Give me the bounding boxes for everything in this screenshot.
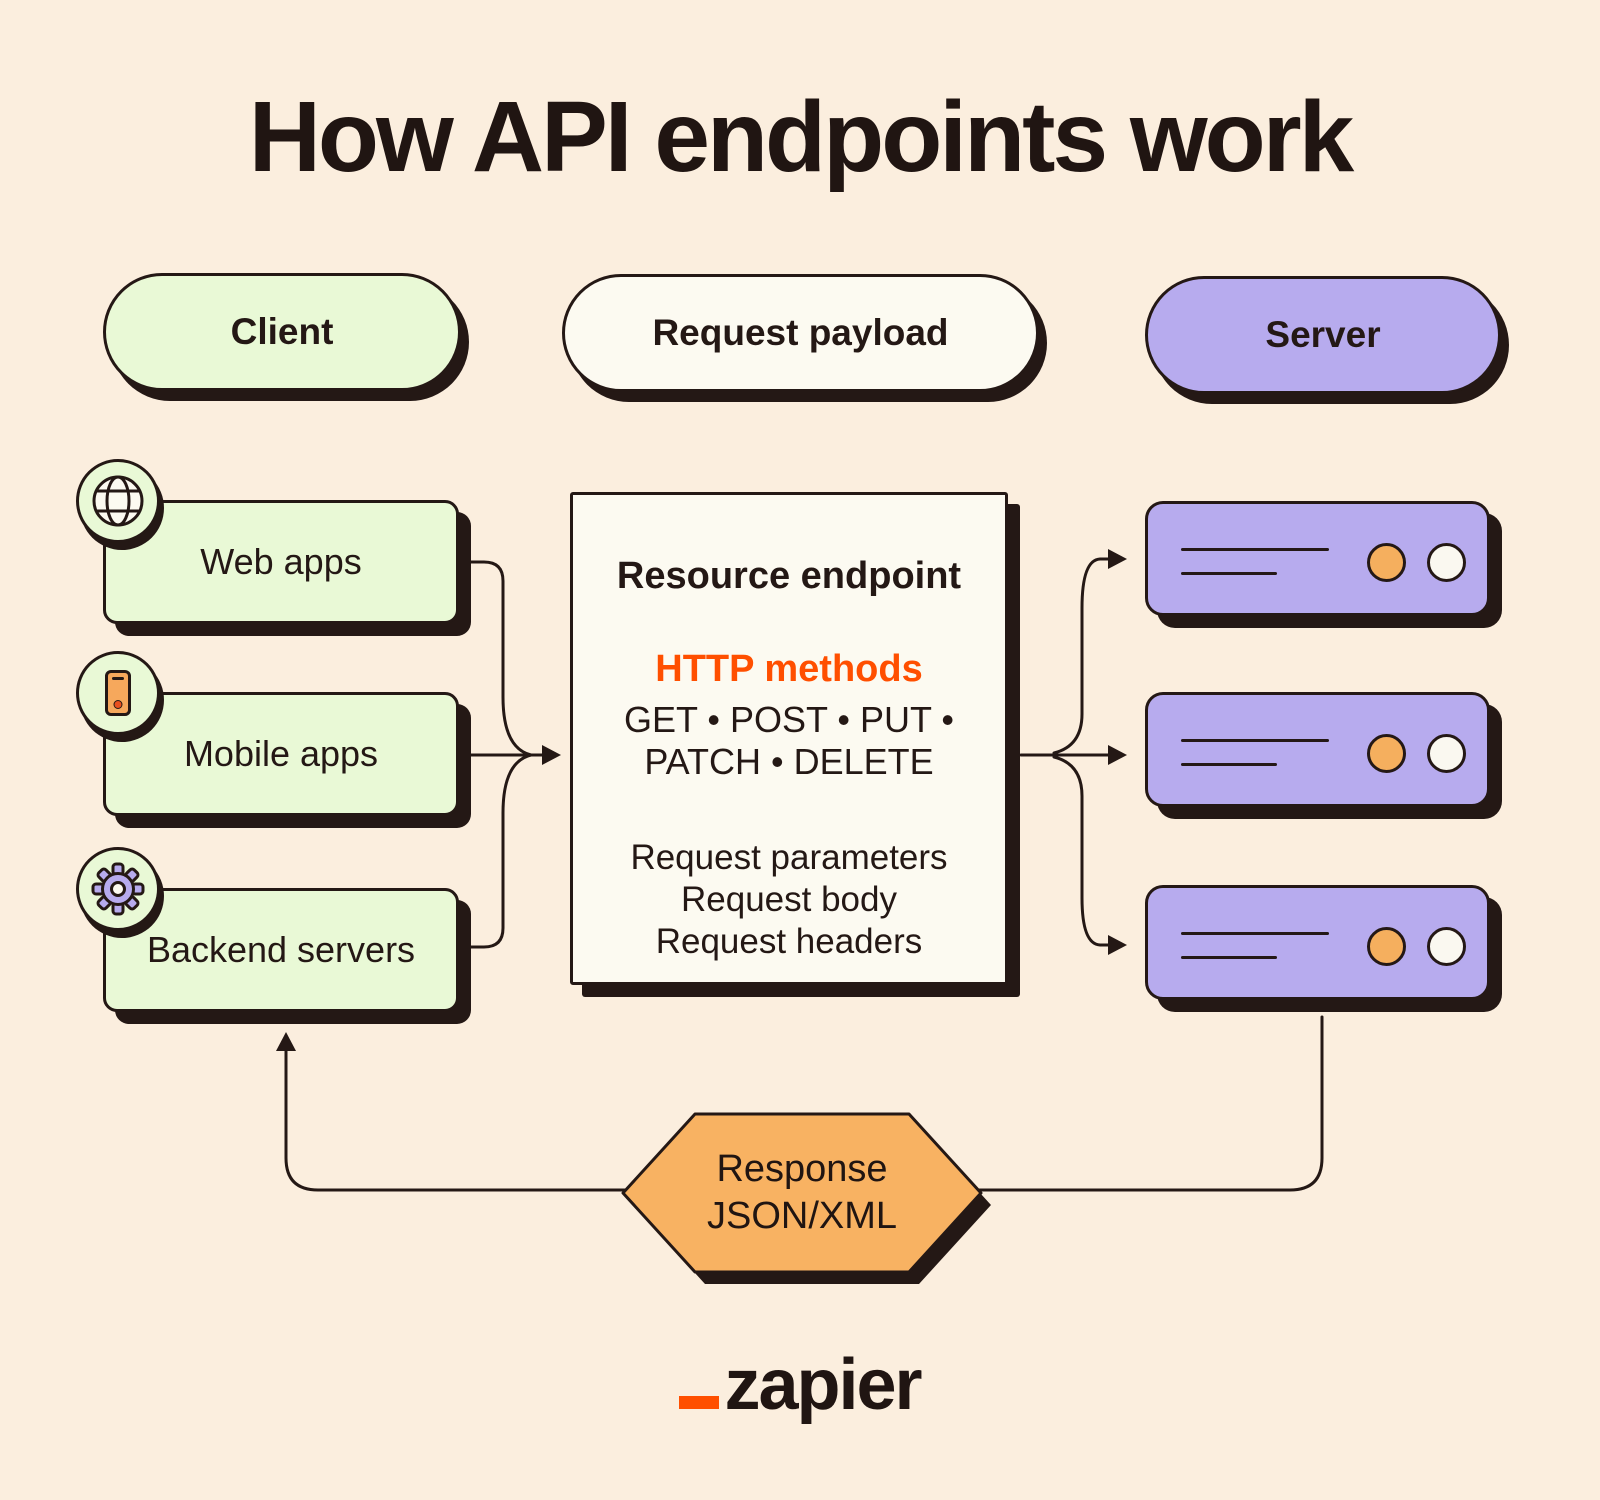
resource-endpoint-title: Resource endpoint [616,555,962,597]
arrowhead-into-endpoint [542,745,561,765]
zapier-logo-underscore-icon [679,1396,720,1410]
server-rack-unit-1 [1145,501,1490,616]
server-detail-line [1181,548,1329,551]
server-indicator-white [1427,927,1466,966]
gear-icon-badge [76,847,160,931]
connector-web-apps [453,560,533,757]
client-card-web-apps: Web apps [76,459,459,624]
connector-backend-servers [453,753,533,949]
column-header-request-payload-label: Request payload [652,312,949,353]
server-rack-unit-2 [1145,692,1490,807]
zapier-logo: zapier [0,1345,1600,1425]
server-indicator-orange [1367,543,1406,582]
connector-endpoint-server3 [1052,755,1110,947]
globe-icon [92,475,144,527]
server-detail-line [1181,572,1277,575]
server-detail-line [1181,932,1329,935]
server-indicator-white [1427,543,1466,582]
http-methods-line-1: GET • POST • PUT • [624,699,954,740]
client-card-backend-servers-label: Backend servers [146,929,416,970]
response-label-line1: Response [716,1148,888,1190]
column-header-client-label: Client [230,311,334,352]
column-header-request-payload: Request payload [562,274,1039,392]
column-header-server-label: Server [1265,314,1381,355]
http-methods-heading: HTTP methods [655,648,923,690]
column-header-server: Server [1145,276,1501,394]
globe-icon-badge [76,459,160,543]
server-detail-line [1181,763,1277,766]
server-detail-line [1181,956,1277,959]
client-card-backend-servers: Backend servers [76,847,459,1012]
server-rack-unit-3 [1145,885,1490,1000]
page-title: How API endpoints work [248,81,1355,193]
client-card-web-apps-label: Web apps [200,541,362,582]
response-hexagon-label: Response JSON/XML [623,1114,981,1272]
client-card-mobile-apps-label: Mobile apps [183,733,379,774]
server-indicator-orange [1367,734,1406,773]
request-parameters-label: Request parameters [630,838,948,877]
arrowhead-into-server2 [1108,745,1127,765]
connector-endpoint-server1 [1052,557,1110,755]
request-body-label: Request body [681,880,897,919]
server-detail-line [1181,739,1329,742]
smartphone-icon-badge [76,651,160,735]
resource-endpoint-card: Resource endpoint HTTP methods GET • POS… [570,492,1008,985]
zapier-logo-text: zapier [724,1345,922,1425]
server-indicator-white [1427,734,1466,773]
arrowhead-into-server1 [1108,549,1127,569]
arrowhead-into-backend [276,1032,296,1051]
response-hexagon [621,1112,991,1284]
response-label-line2: JSON/XML [706,1195,898,1237]
hexagon-shape [621,1112,983,1274]
arrowhead-into-server3 [1108,935,1127,955]
http-methods-line-2: PATCH • DELETE [644,741,934,782]
server-indicator-orange [1367,927,1406,966]
column-header-client: Client [103,273,461,391]
gear-icon [91,862,145,916]
request-headers-label: Request headers [655,922,923,961]
smartphone-icon [105,670,131,716]
client-card-mobile-apps: Mobile apps [76,651,459,816]
